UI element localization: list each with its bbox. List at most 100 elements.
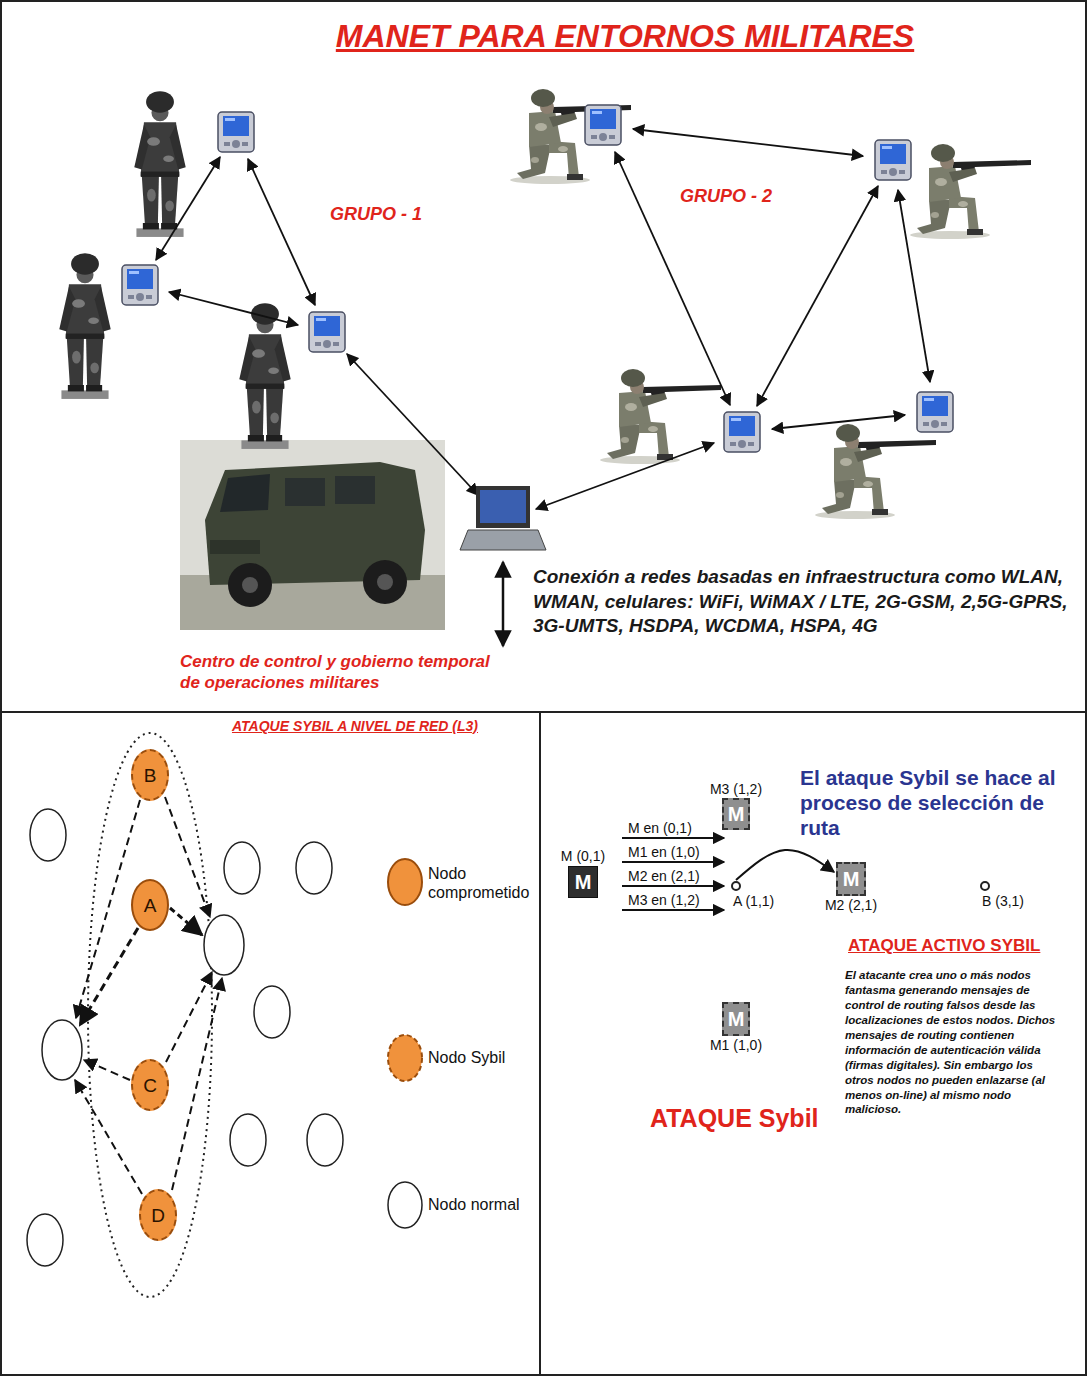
route-messages [622, 838, 724, 910]
soldier-figure [239, 303, 290, 449]
pda-device [917, 392, 953, 432]
laptop-base [460, 530, 546, 550]
compromised-node: A [131, 879, 169, 931]
sybil-link [80, 928, 138, 1025]
node-label: M3 (1,2) [710, 781, 762, 797]
attacker-node: M (0,1)M [568, 866, 598, 898]
soldier-figure [910, 144, 1031, 239]
soldier-figure [510, 89, 631, 184]
vehicle-hub [377, 574, 393, 590]
node-letter: A [144, 896, 157, 915]
normal-node [230, 1114, 266, 1166]
wireless-link [347, 354, 478, 495]
legend-sample [388, 859, 422, 905]
group-label: GRUPO - 2 [680, 186, 772, 208]
soldier-figure [59, 253, 110, 399]
normal-node [42, 1020, 82, 1080]
legend-label: Nodo Sybil [428, 1048, 533, 1067]
vehicle-hub [242, 577, 258, 593]
normal-node [254, 986, 290, 1038]
panel-heading: El ataque Sybil se hace al proceso de se… [800, 765, 1065, 841]
network-node: B (3,1) [980, 881, 990, 891]
legend-sample [388, 1035, 422, 1081]
normal-node [224, 842, 260, 894]
page-title: MANET PARA ENTORNOS MILITARES [160, 18, 1087, 55]
wireless-link [633, 129, 863, 156]
normal-node [296, 842, 332, 894]
wireless-link [156, 157, 220, 260]
sybil-node: D [139, 1189, 177, 1241]
normal-node [27, 1214, 63, 1266]
network-note: Conexión a redes basadas en infraestruct… [533, 565, 1068, 639]
phantom-node: M3 (1,2)M [722, 798, 750, 830]
vehicle-bumper [210, 540, 260, 554]
normal-node [204, 915, 244, 975]
message-label: M1 en (1,0) [628, 844, 700, 860]
message-arrow [622, 837, 724, 839]
node-letter: M [575, 872, 592, 892]
control-center-label: Centro de control y gobierno temporal de… [180, 652, 510, 693]
legend-sample [388, 1182, 422, 1228]
sybil-link [172, 978, 222, 1190]
legend-label: Nodo comprometido [428, 864, 533, 902]
wireless-link [169, 292, 298, 325]
sybil-link [84, 1060, 130, 1080]
normal-nodes [27, 809, 343, 1266]
vehicle-windshield [220, 474, 270, 512]
vehicle-wheel [228, 563, 272, 607]
sybil-node: B [131, 749, 169, 801]
soldier-figure [815, 424, 936, 519]
message-label: M en (0,1) [628, 820, 692, 836]
panel-divider [0, 711, 1087, 713]
message-arrow [622, 885, 724, 887]
network-node: A (1,1) [731, 881, 741, 891]
wireless-link [536, 443, 714, 509]
wireless-links [156, 129, 930, 509]
vehicle-wheel [363, 560, 407, 604]
pda-device [875, 140, 911, 180]
node-label: M1 (1,0) [710, 1037, 762, 1053]
node-letter: M [728, 1009, 745, 1029]
panel-divider [539, 712, 541, 1376]
soldier-figure [134, 91, 185, 237]
message-arrow [622, 909, 724, 911]
node-label: B (3,1) [982, 893, 1024, 909]
sybil-links [75, 797, 222, 1194]
node-letter: C [143, 1076, 157, 1095]
vehicle-window [285, 478, 325, 506]
section-heading: ATAQUE ACTIVO SYBIL [848, 936, 1040, 956]
figure-caption: ATAQUE Sybil [650, 1103, 819, 1133]
node-label: M2 (2,1) [825, 897, 877, 913]
sybil-link [170, 908, 202, 935]
sybil-link [165, 797, 210, 917]
wireless-link [248, 159, 315, 305]
wireless-link [898, 190, 930, 382]
sybil-node: C [131, 1059, 169, 1111]
panel-heading: ATAQUE SYBIL A NIVEL DE RED (L3) [185, 718, 525, 735]
node-letter: M [728, 804, 745, 824]
pda-device [309, 312, 345, 352]
pda-device [585, 105, 621, 145]
pda-device [724, 412, 760, 452]
message-label: M2 en (2,1) [628, 868, 700, 884]
soldier-figure [600, 369, 721, 464]
sybil-group-outline [88, 733, 212, 1297]
wireless-link [772, 415, 905, 429]
description-note: El atacante crea uno o más nodos fantasm… [845, 968, 1060, 1117]
route-arrow [736, 850, 834, 880]
normal-node [30, 809, 66, 861]
legend-label: Nodo normal [428, 1195, 533, 1214]
node-letter: D [151, 1206, 165, 1225]
message-label: M3 en (1,2) [628, 892, 700, 908]
pda-device [122, 265, 158, 305]
group-label: GRUPO - 1 [330, 204, 422, 226]
wireless-link [757, 186, 878, 406]
phantom-node: MM1 (1,0) [722, 1002, 750, 1036]
vehicle-photo [180, 440, 445, 630]
node-letter: B [144, 766, 157, 785]
laptop-screen [480, 490, 526, 523]
node-label: M (0,1) [561, 848, 605, 864]
